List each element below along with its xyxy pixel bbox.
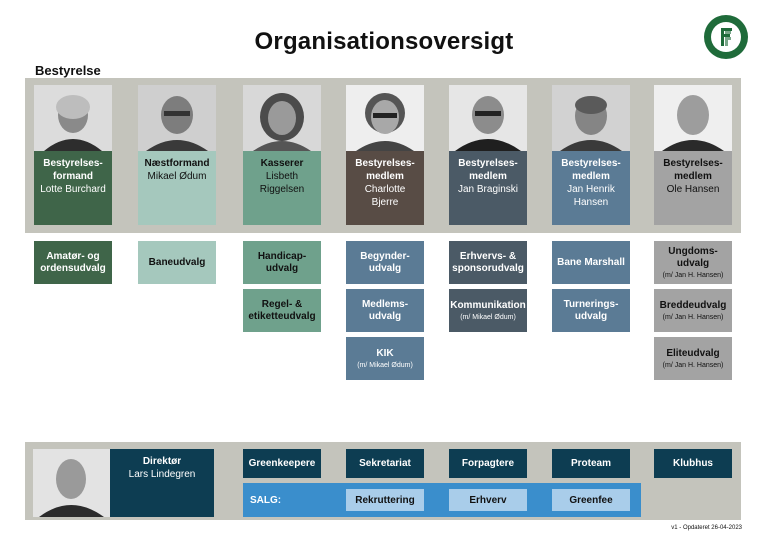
committee-baneudvalg: Baneudvalg: [138, 241, 216, 284]
committee-amator-ordensudvalg: Amatør- og ordensudvalg: [34, 241, 112, 284]
board-photo-7: [654, 85, 732, 151]
staff-klubhus: Klubhus: [654, 449, 732, 478]
staff-forpagtere: Forpagtere: [449, 449, 527, 478]
sales-erhverv: Erhverv: [449, 489, 527, 511]
board-photo-4: [346, 85, 424, 151]
director-photo: [33, 449, 110, 517]
sales-greenfee: Greenfee: [552, 489, 630, 511]
club-logo: [703, 14, 749, 60]
committee-medlemsudvalg: Medlems- udvalg: [346, 289, 424, 332]
page-title: Organisationsoversigt: [254, 28, 514, 55]
committee-breddeudvalg: Breddeudvalg (m/ Jan H. Hansen): [654, 289, 732, 332]
committee-kommunikation: Kommunikation (m/ Mikael Ødum): [449, 289, 527, 332]
committee-ungdomsudvalg: Ungdoms- udvalg (m/ Jan H. Hansen): [654, 241, 732, 284]
board-photo-1: [34, 85, 112, 151]
committee-handicapudvalg: Handicap- udvalg: [243, 241, 321, 284]
staff-proteam: Proteam: [552, 449, 630, 478]
committee-erhvervs-sponsorudvalg: Erhvervs- & sponsorudvalg: [449, 241, 527, 284]
staff-greenkeepere: Greenkeepere: [243, 449, 321, 478]
sales-label: SALG:: [250, 495, 282, 506]
board-photo-3: [243, 85, 321, 151]
board-photo-5: [449, 85, 527, 151]
staff-sekretariat: Sekretariat: [346, 449, 424, 478]
board-photo-2: [138, 85, 216, 151]
sales-rekruttering: Rekruttering: [346, 489, 424, 511]
committee-turneringsudvalg: Turnerings- udvalg: [552, 289, 630, 332]
board-photo-6: [552, 85, 630, 151]
committee-eliteudvalg: Eliteudvalg (m/ Jan H. Hansen): [654, 337, 732, 380]
committee-begynderudvalg: Begynder- udvalg: [346, 241, 424, 284]
board-section-label: Bestyrelse: [35, 63, 101, 78]
committee-kik: KIK (m/ Mikael Ødum): [346, 337, 424, 380]
committee-bane-marshall: Bane Marshall: [552, 241, 630, 284]
committee-regel-etiketteudvalg: Regel- & etiketteudvalg: [243, 289, 321, 332]
update-footer: v1 - Opdateret 26-04-2023: [671, 525, 742, 531]
director-box: Direktør Lars Lindegren: [110, 449, 214, 517]
